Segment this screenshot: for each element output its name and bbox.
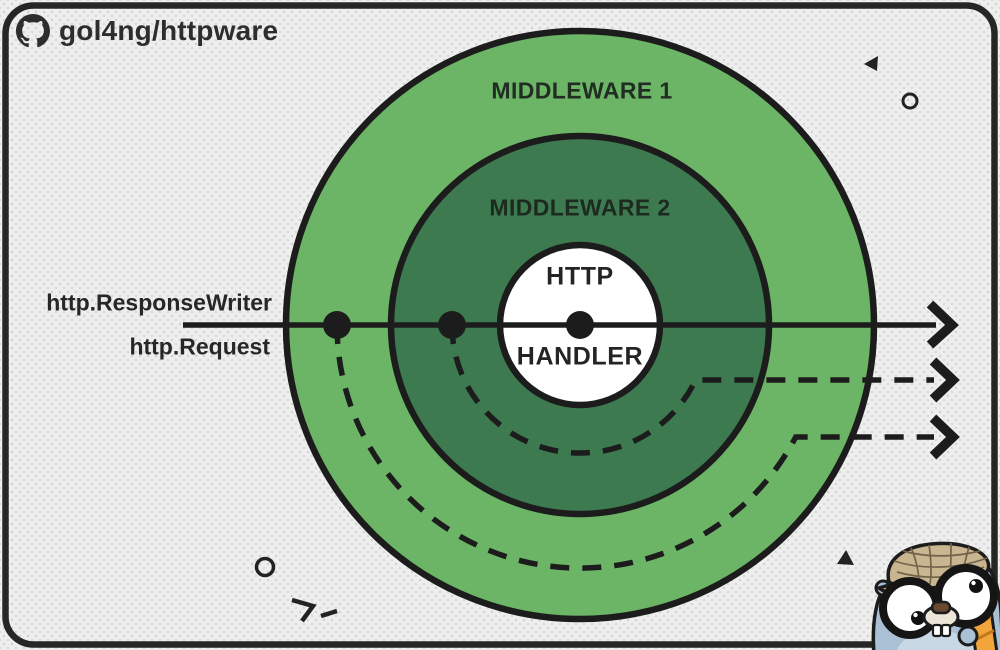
repo-name-link[interactable]: gol4ng/httpware	[59, 15, 279, 46]
gopher-hand	[957, 625, 979, 647]
response-path-middleware1	[334, 324, 934, 571]
response-arrowhead-middleware2-icon	[929, 357, 960, 403]
ring-icon	[254, 556, 276, 578]
repo-header: gol4ng/httpware	[16, 14, 278, 48]
gopher-nose	[930, 600, 952, 615]
gopher-tooth	[940, 623, 952, 638]
squiggle-icon	[291, 597, 338, 623]
http-label: HTTP	[546, 262, 614, 291]
request-arrowhead-icon	[926, 300, 959, 349]
go-gopher-mascot	[871, 541, 1000, 650]
triangle-up-icon	[837, 550, 854, 565]
gopher-right-pupil	[969, 579, 983, 593]
ring-icon	[901, 92, 919, 110]
response-arrowhead-middleware1-icon	[929, 414, 960, 460]
middleware1-label: MIDDLEWARE 1	[491, 77, 673, 104]
middleware2-label: MIDDLEWARE 2	[489, 194, 671, 221]
handler-label: HANDLER	[516, 342, 644, 371]
request-label: http.Request	[129, 333, 270, 360]
gopher-tooth	[931, 623, 943, 638]
github-octocat-icon	[16, 14, 50, 48]
middleware1-hook-dot	[323, 311, 351, 339]
handler-hook-dot	[566, 311, 594, 339]
response-writer-label: http.ResponseWriter	[46, 289, 272, 316]
triangle-left-icon	[864, 56, 878, 71]
response-path-middleware2	[449, 324, 934, 456]
middleware2-hook-dot	[438, 311, 466, 339]
